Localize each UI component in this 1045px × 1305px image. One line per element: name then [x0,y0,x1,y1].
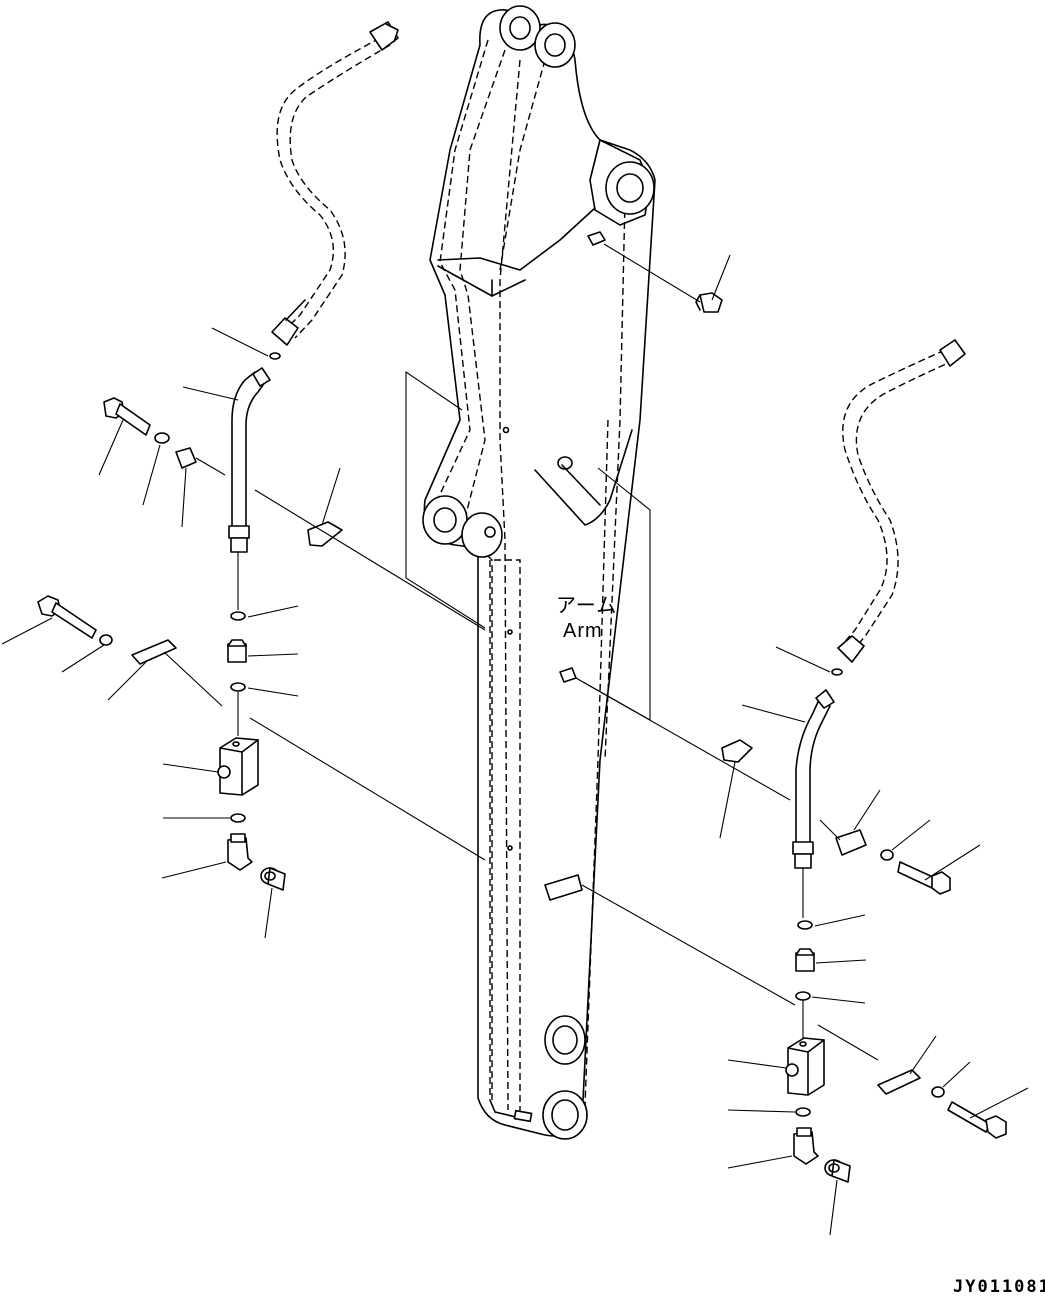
arm-label-jp: アーム [556,595,617,617]
arm-body [423,9,656,1137]
left-hose-assembly [1,21,486,939]
arm-pin-bosses [422,5,655,1140]
figure-code: JY011081 [953,1277,1045,1297]
arm-clamp-blocks [544,231,606,901]
assembly-brackets [405,370,651,721]
arm-label: アーム Arm [556,595,617,642]
right-hose-assembly [575,339,1029,1236]
grease-fitting-top [603,243,731,313]
arm-label-en: Arm [563,620,603,642]
